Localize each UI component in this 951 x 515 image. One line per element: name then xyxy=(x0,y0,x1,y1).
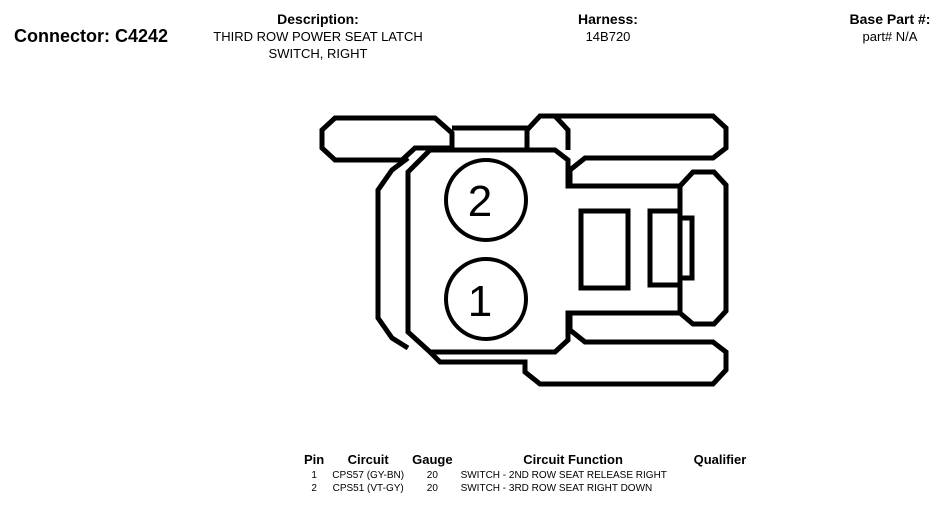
top-mid-corner xyxy=(540,113,571,150)
terminal-window-large xyxy=(578,208,631,291)
connector-face-diagram: 2 1 xyxy=(319,113,729,387)
qualifier xyxy=(690,469,751,482)
pin-table-header: Pin Circuit Gauge Circuit Function Quali… xyxy=(300,452,750,469)
top-center-latch xyxy=(452,125,530,150)
col-circuit: Circuit xyxy=(347,452,389,467)
bottom-latch xyxy=(428,313,729,387)
cavity-1-circle xyxy=(444,257,528,341)
terminal-window-tab xyxy=(677,215,695,281)
pin-table: Pin Circuit Gauge Circuit Function Quali… xyxy=(300,452,750,495)
connector-title: Connector: C4242 xyxy=(14,26,169,46)
harness-label: Harness: xyxy=(578,11,638,27)
harness-value: 14B720 xyxy=(585,29,631,44)
qualifier xyxy=(690,482,751,495)
table-row: 2 CPS51 (VT-GY) 20 SWITCH - 3RD ROW SEAT… xyxy=(300,482,750,495)
connector-body xyxy=(405,147,683,355)
right-side-latch xyxy=(678,169,729,327)
col-gauge: Gauge xyxy=(412,452,453,467)
circuit-function: SWITCH - 2ND ROW SEAT RELEASE RIGHT xyxy=(460,470,667,481)
col-pin: Pin xyxy=(304,452,325,467)
gauge: 20 xyxy=(426,470,438,481)
gauge: 20 xyxy=(426,483,438,494)
pin-number: 2 xyxy=(311,483,317,494)
description-value: THIRD ROW POWER SEAT LATCH SWITCH, RIGHT xyxy=(213,29,423,61)
col-function: Circuit Function xyxy=(523,452,623,467)
base-part-block: Base Part #: part# N/A xyxy=(840,11,940,45)
base-part-value: part# N/A xyxy=(862,29,918,44)
cavity-1-label: 1 xyxy=(468,277,492,326)
col-qualifier: Qualifier xyxy=(693,452,747,467)
top-left-latch xyxy=(319,115,455,163)
cavity-2-label: 2 xyxy=(468,177,492,226)
circuit: CPS51 (VT-GY) xyxy=(332,483,404,494)
description-label: Description: xyxy=(277,11,359,27)
terminal-window-small xyxy=(647,208,683,288)
circuit-function: SWITCH - 3RD ROW SEAT RIGHT DOWN xyxy=(460,483,653,494)
cavity-2-circle xyxy=(444,158,528,242)
description-block: Description: THIRD ROW POWER SEAT LATCH … xyxy=(193,11,443,62)
circuit: CPS57 (GY-BN) xyxy=(332,470,405,481)
base-part-label: Base Part #: xyxy=(849,11,931,27)
pin-number: 1 xyxy=(311,470,317,481)
harness-block: Harness: 14B720 xyxy=(548,11,668,45)
table-row: 1 CPS57 (GY-BN) 20 SWITCH - 2ND ROW SEAT… xyxy=(300,469,750,482)
left-side-latch xyxy=(375,156,410,351)
top-right-latch xyxy=(524,113,729,186)
